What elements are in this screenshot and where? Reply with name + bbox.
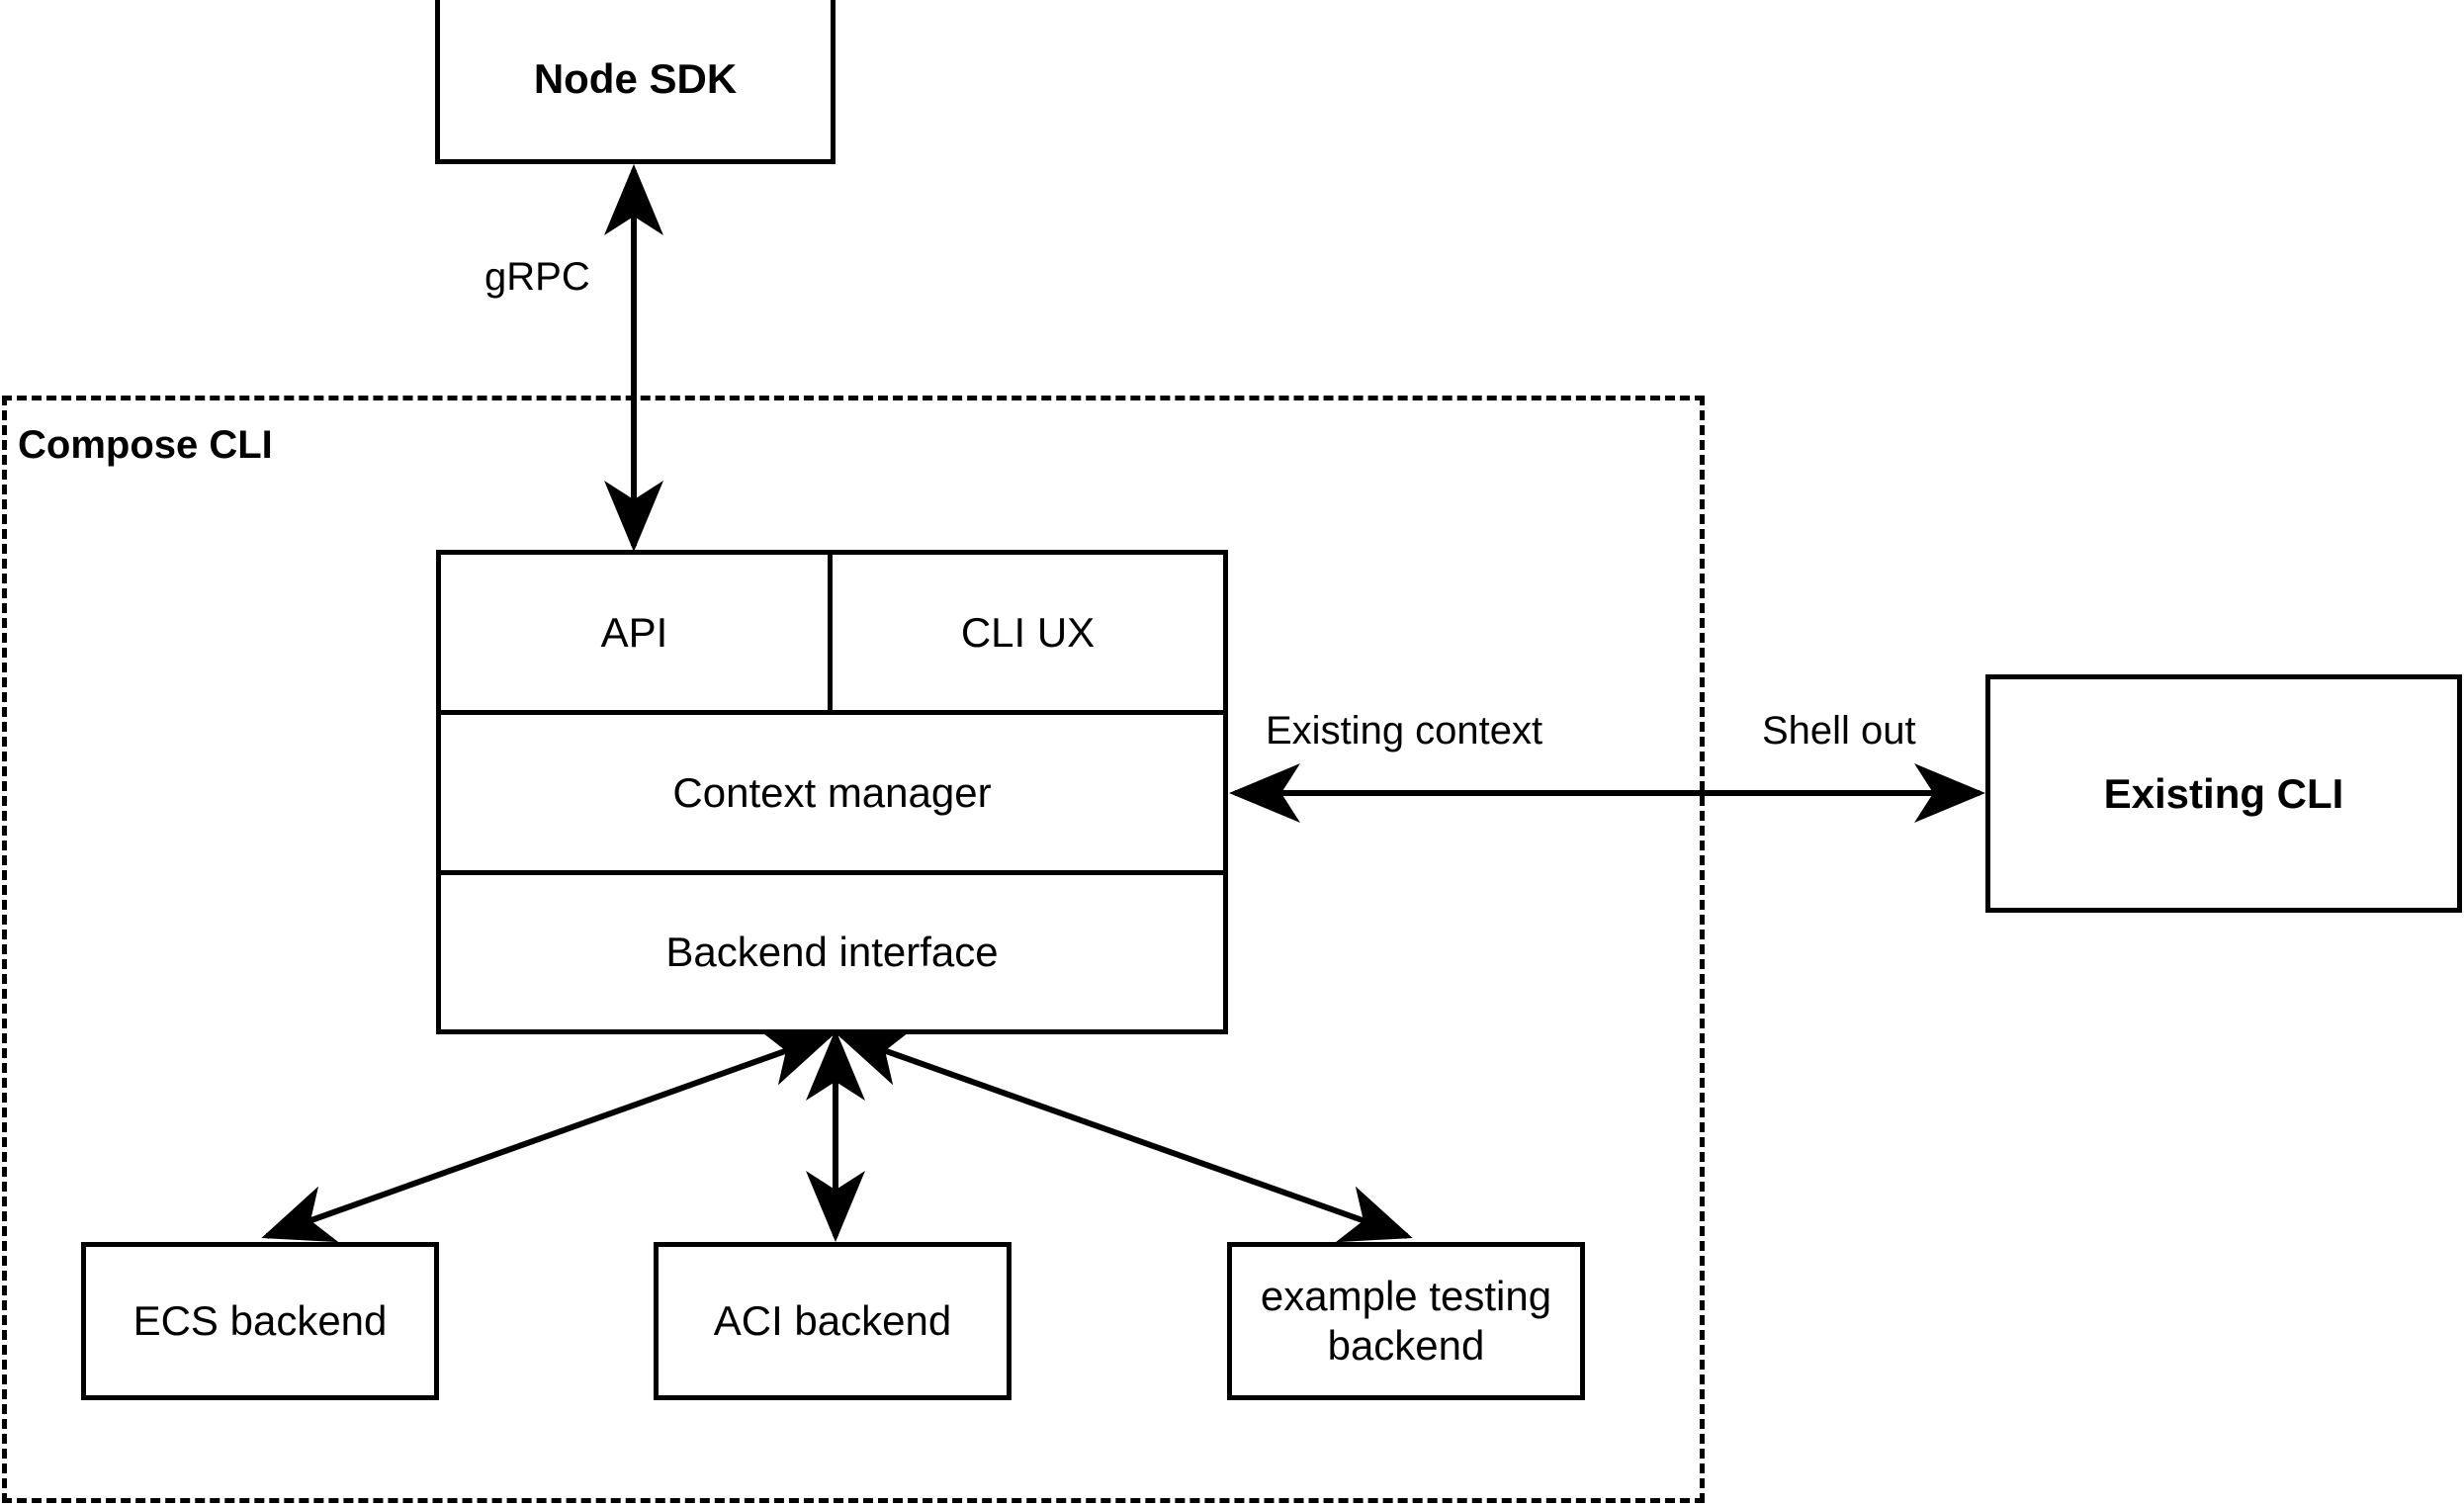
stack-cell-context-manager[interactable]: Context manager (441, 715, 1223, 870)
stack-row-backend-interface: Backend interface (441, 875, 1223, 1029)
edge-label-grpc: gRPC (484, 255, 590, 299)
edge-label-existing-context: Existing context (1266, 709, 1543, 753)
edge-backend-example-testing (836, 1028, 1413, 1243)
node-aci-backend[interactable]: ACI backend (654, 1242, 1012, 1400)
stack-row-api-cliux: API CLI UX (441, 555, 1223, 715)
stack-cell-backend-interface[interactable]: Backend interface (441, 875, 1223, 1029)
group-compose-cli (2, 396, 1705, 1503)
stack-row-context-manager: Context manager (441, 715, 1223, 875)
node-ecs-backend-label: ECS backend (132, 1297, 388, 1345)
node-node-sdk-label: Node SDK (533, 55, 738, 103)
stack-cell-api-label: API (600, 608, 668, 656)
node-example-testing-backend[interactable]: example testing backend (1227, 1242, 1585, 1400)
group-compose-cli-label: Compose CLI (18, 423, 273, 467)
edge-label-shell-out: Shell out (1762, 709, 1916, 753)
node-example-testing-backend-label: example testing backend (1260, 1273, 1552, 1369)
stack-cell-api[interactable]: API (441, 555, 833, 710)
node-ecs-backend[interactable]: ECS backend (81, 1242, 439, 1400)
stack-cell-backend-interface-label: Backend interface (665, 929, 999, 975)
node-aci-backend-label: ACI backend (713, 1297, 952, 1345)
node-node-sdk[interactable]: Node SDK (435, 0, 836, 164)
node-existing-cli-label: Existing CLI (2103, 769, 2344, 817)
node-existing-cli[interactable]: Existing CLI (1985, 674, 2462, 913)
stack-cell-cli-ux[interactable]: CLI UX (833, 555, 1223, 710)
compose-cli-stack: API CLI UX Context manager Backend inter… (436, 550, 1228, 1034)
stack-cell-cli-ux-label: CLI UX (960, 608, 1096, 656)
stack-cell-context-manager-label: Context manager (672, 768, 992, 816)
edge-backend-ecs (261, 1028, 836, 1243)
